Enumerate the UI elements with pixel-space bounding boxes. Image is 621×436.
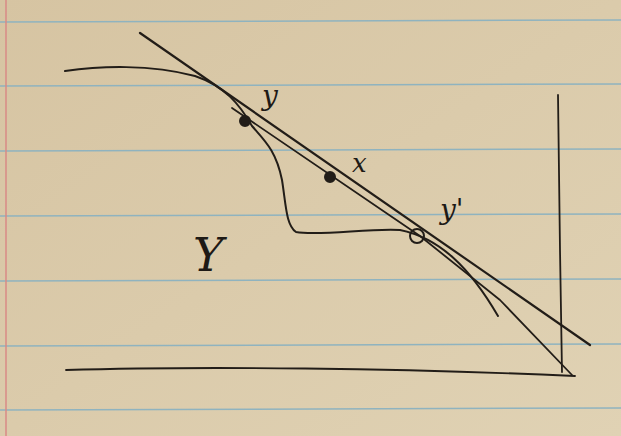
margin-line — [5, 0, 7, 436]
point-label: Y — [193, 232, 223, 278]
vertical-axis — [558, 95, 562, 372]
point-dot — [240, 116, 250, 126]
points — [240, 116, 424, 243]
point-label: y' — [440, 196, 464, 224]
region-boundary — [65, 67, 498, 316]
ruled-lines — [0, 20, 621, 410]
tangent-line — [232, 108, 572, 375]
pencil-strokes — [65, 33, 590, 376]
point-label: x — [352, 150, 367, 176]
point-label: y — [262, 82, 278, 110]
bottom-axis — [66, 368, 575, 376]
secant-line — [140, 33, 590, 345]
point-dot — [325, 172, 335, 182]
point-circle — [410, 229, 424, 243]
